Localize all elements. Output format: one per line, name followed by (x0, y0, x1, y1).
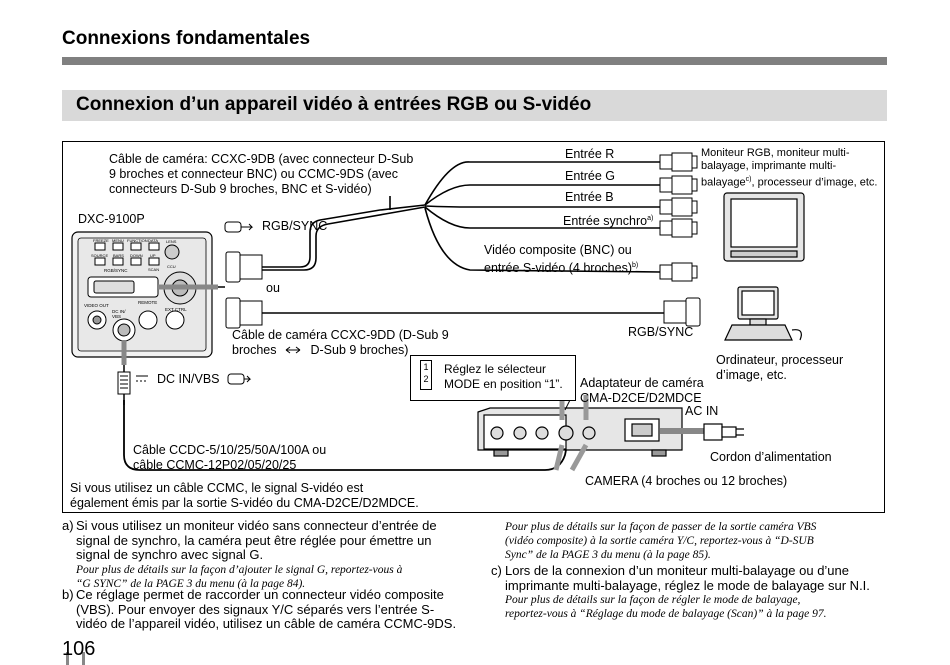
panel-extctrl-label: EXT CTRL (165, 307, 187, 312)
monitor-label: Moniteur RGB, moniteur multi- balayage, … (701, 147, 878, 189)
panel-rgbsync-label: RGB/SYNC (104, 268, 128, 273)
panel-down-label: DOWN (130, 253, 143, 258)
entree-b-label: Entrée B (565, 190, 614, 204)
section-bar (62, 90, 887, 121)
panel-scan-label: SCAN (148, 267, 160, 272)
page-mark (82, 652, 85, 665)
note-b-ref: Pour plus de détails sur la façon de pas… (505, 521, 817, 561)
diagram-frame (62, 141, 885, 513)
panel-dcin-label: DC IN/ VBS (112, 309, 126, 319)
ccdc-cable-label: Câble CCDC-5/10/25/50A/100A ou câble CCM… (133, 443, 327, 472)
bnc-connectors (659, 152, 698, 282)
callout-text: Réglez le sélecteur MODE en position “1”… (444, 362, 563, 391)
power-cord-label: Cordon d’alimentation (710, 450, 832, 464)
computer (724, 286, 802, 341)
ou-label: ou (266, 281, 280, 295)
panel-bars-label: BARS (113, 253, 124, 258)
ac-in-label: AC IN (685, 404, 719, 418)
panel-data-label: DATA (148, 238, 159, 243)
note-a: a) Si vous utilisez un moniteur vidéo sa… (62, 518, 437, 590)
panel-videoout-label: VIDEO OUT (84, 303, 109, 308)
camera-cable-label: Câble de caméra: CCXC-9DB (avec connecte… (109, 152, 414, 196)
power-cord-plug (660, 423, 744, 441)
rgb-cable-bundle (262, 161, 661, 273)
entree-g-label: Entrée G (565, 169, 616, 183)
note-c: c) Lors de la connexion d’un moniteur mu… (491, 563, 870, 620)
panel-ccu-label: CCU (167, 264, 176, 269)
camera-pins-label: CAMERA (4 broches ou 12 broches) (585, 474, 788, 488)
video-composite-label: Vidéo composite (BNC) ou entrée S-vidéo … (484, 243, 639, 276)
dsub-connectors (225, 251, 701, 329)
panel-menu-label: MENU (112, 238, 124, 243)
mode-switch-icon: 1 2 (420, 360, 432, 390)
adapter-box (477, 407, 683, 457)
rgb-sync-in-label: RGB/SYNC (262, 219, 328, 233)
panel-source-label: SOURCE (91, 253, 109, 258)
section-title: Connexion d’un appareil vidéo à entrées … (76, 94, 592, 115)
panel-freeze-label: FREEZE (93, 238, 109, 243)
rgb-sync-icon (224, 221, 254, 233)
ccmc-note: Si vous utilisez un câble CCMC, le signa… (70, 481, 419, 510)
panel-up-label: UP (150, 253, 156, 258)
dc-in-icon (136, 373, 252, 385)
page-number: 106 (62, 638, 96, 660)
double-arrow-icon (285, 346, 301, 354)
cable-9dd-label: Câble de caméra CCXC-9DD (D-Sub 9 broche… (232, 328, 449, 357)
header-rule (62, 57, 887, 65)
mode-callout (410, 355, 576, 401)
page-header: Connexions fondamentales (62, 28, 311, 49)
panel-remote-label: REMOTE (138, 300, 158, 305)
note-a-marker: a) (62, 518, 74, 533)
rgb-monitor (723, 192, 805, 262)
page-mark (66, 652, 69, 665)
camera-model-label: DXC-9100P (78, 212, 145, 226)
computer-label: Ordinateur, processeur d’image, etc. (716, 353, 844, 382)
entree-synchro-label: Entrée synchroa) (563, 214, 654, 229)
camera-body (71, 231, 213, 358)
dc-plug (117, 371, 131, 395)
rgb-sync-out-label: RGB/SYNC (628, 325, 694, 339)
panel-lens-label: LENS (166, 239, 177, 244)
dc-in-label: DC IN/VBS (157, 372, 220, 386)
entree-r-label: Entrée R (565, 147, 615, 161)
panel-function-label: FUNCTION (127, 238, 148, 243)
note-c-marker: c) (491, 563, 502, 578)
adapter-label: Adaptateur de caméra CMA-D2CE/D2MDCE (580, 376, 704, 405)
note-b: b) Ce réglage permet de raccorder un con… (62, 587, 457, 631)
note-b-marker: b) (62, 587, 74, 602)
